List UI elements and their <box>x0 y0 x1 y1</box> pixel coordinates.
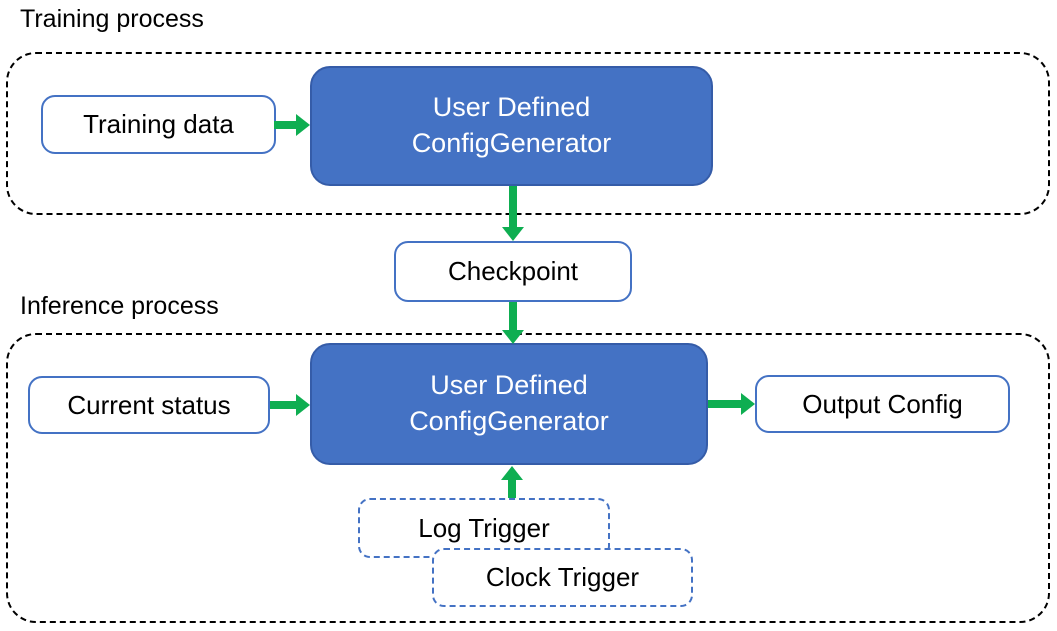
training-generator-line1: User Defined <box>432 92 591 123</box>
arrow-current-status-to-generator-icon <box>270 394 310 416</box>
checkpoint-box: Checkpoint <box>394 241 632 302</box>
output-config-label: Output Config <box>802 388 963 419</box>
inference-generator-line1: User Defined <box>430 370 588 401</box>
arrow-checkpoint-to-generator-icon <box>502 302 524 344</box>
training-config-generator-node: User Defined ConfigGenerator <box>310 66 713 186</box>
inference-process-title: Inference process <box>20 292 219 320</box>
checkpoint-label: Checkpoint <box>447 256 579 286</box>
clock-trigger-box: Clock Trigger <box>432 548 693 607</box>
output-config-box: Output Config <box>755 375 1010 433</box>
current-status-label: Current status <box>67 389 231 420</box>
arrow-training-data-to-generator-icon <box>274 114 310 136</box>
inference-generator-line2: ConfigGenerator <box>409 406 609 436</box>
training-process-container <box>6 52 1050 215</box>
log-trigger-label: Log Trigger <box>418 512 550 543</box>
arrow-triggers-to-generator-icon <box>501 466 523 498</box>
inference-config-generator-node: User Defined ConfigGenerator <box>310 343 708 465</box>
training-generator-line2: ConfigGenerator <box>411 128 612 158</box>
training-data-box: Training data <box>41 95 276 154</box>
training-data-label: Training data <box>83 109 234 139</box>
inference-process-container <box>6 333 1050 623</box>
arrow-generator-to-output-config-icon <box>708 393 755 415</box>
arrow-generator-to-checkpoint-icon <box>502 186 524 241</box>
current-status-box: Current status <box>28 376 270 434</box>
clock-trigger-label: Clock Trigger <box>485 562 640 592</box>
training-process-title: Training process <box>20 5 204 33</box>
